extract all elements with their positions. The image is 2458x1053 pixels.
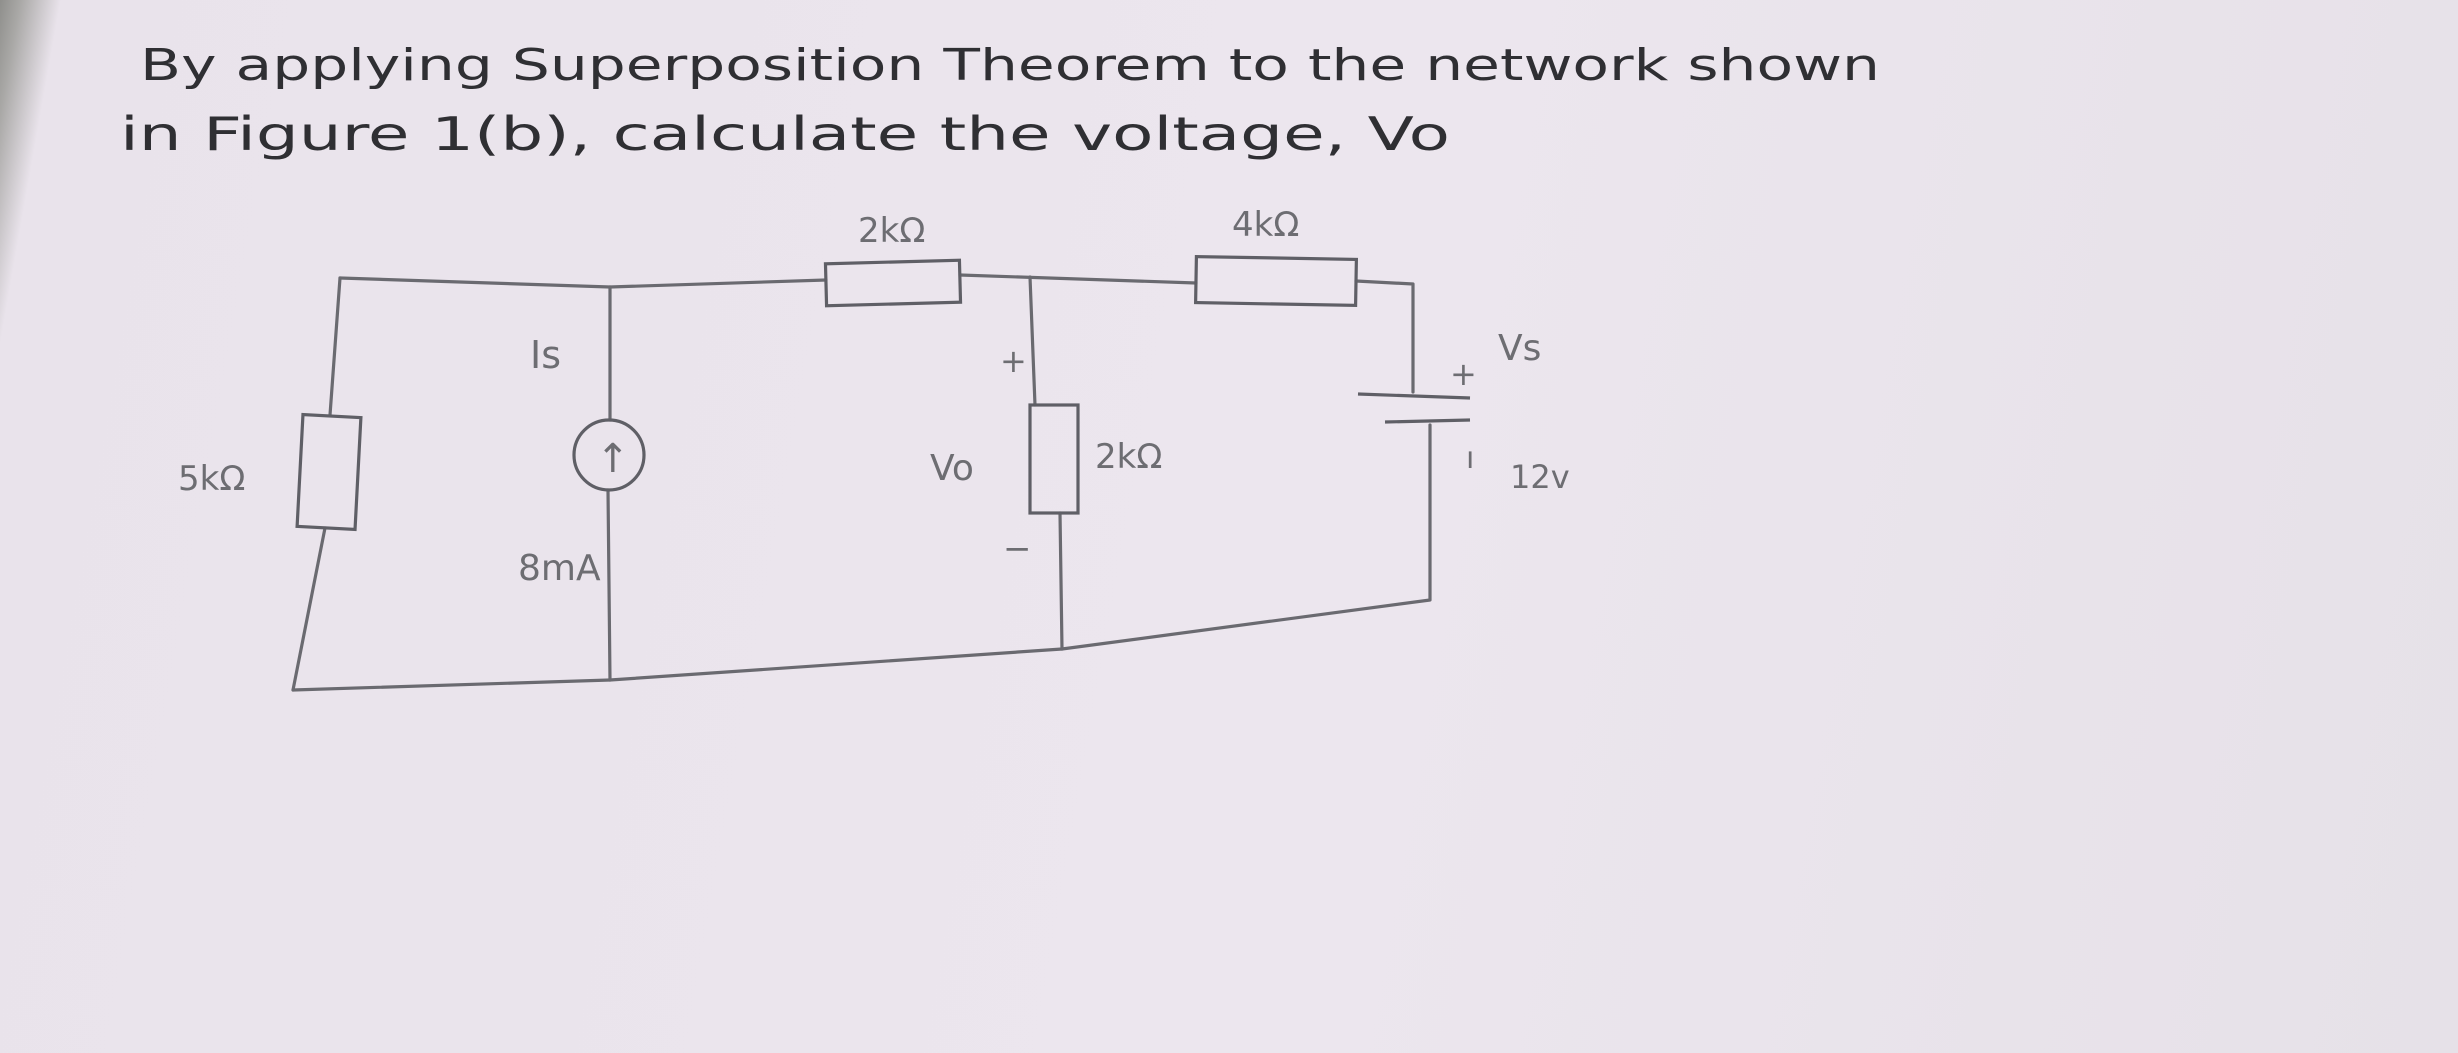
current-source-arrow: ↑: [596, 436, 630, 482]
label-vo-plus: +: [1000, 342, 1027, 380]
wire-top-right: [1354, 279, 1415, 394]
wire-mid-bottom: [1058, 511, 1064, 651]
wire-left-vertical-bottom: [291, 526, 327, 692]
label-vs-name: Vs: [1498, 328, 1541, 369]
label-2k-top: 2kΩ: [858, 211, 925, 251]
label-4k-top: 4kΩ: [1232, 205, 1299, 245]
resistor-2k-middle: [1028, 403, 1080, 515]
resistor-4k-top: [1193, 254, 1359, 308]
wire-source-bottom: [606, 488, 612, 682]
battery-short-plate: [1384, 418, 1471, 424]
wire-bottom-mid: [608, 647, 1064, 682]
resistor-2k-top: [823, 258, 963, 308]
label-vs-value: 12v: [1510, 458, 1570, 496]
label-current-source-name: Is: [530, 333, 561, 377]
resistor-5k-left: [295, 412, 363, 532]
problem-line-2: in Figure 1(b), calculate the voltage, V…: [120, 107, 1450, 161]
wire-bottom-right: [1060, 423, 1432, 651]
label-current-source-value: 8mA: [518, 548, 601, 589]
circuit-diagram: ↑ 2kΩ 4kΩ 5kΩ 2kΩ Is 8mA + Vo − + ı Vs 1…: [178, 205, 1570, 692]
problem-line-1: By applying Superposition Theorem to the…: [140, 40, 1880, 91]
wire-top-node: [958, 273, 1198, 285]
wire-mid-top: [1028, 275, 1037, 407]
label-vs-plus: +: [1450, 355, 1477, 393]
label-vs-minus: ı: [1466, 441, 1474, 476]
current-source: [572, 418, 646, 492]
label-5k-left: 5kΩ: [178, 459, 245, 499]
wire-top-mid: [608, 278, 828, 289]
battery-long-plate: [1357, 392, 1471, 400]
wire-left-vertical-top: [328, 276, 342, 417]
label-2k-middle: 2kΩ: [1095, 437, 1162, 477]
label-vo-minus: −: [1003, 529, 1032, 569]
wire-bottom-left: [291, 678, 612, 692]
wire-left-top: [338, 276, 612, 289]
label-vo: Vo: [930, 448, 974, 489]
